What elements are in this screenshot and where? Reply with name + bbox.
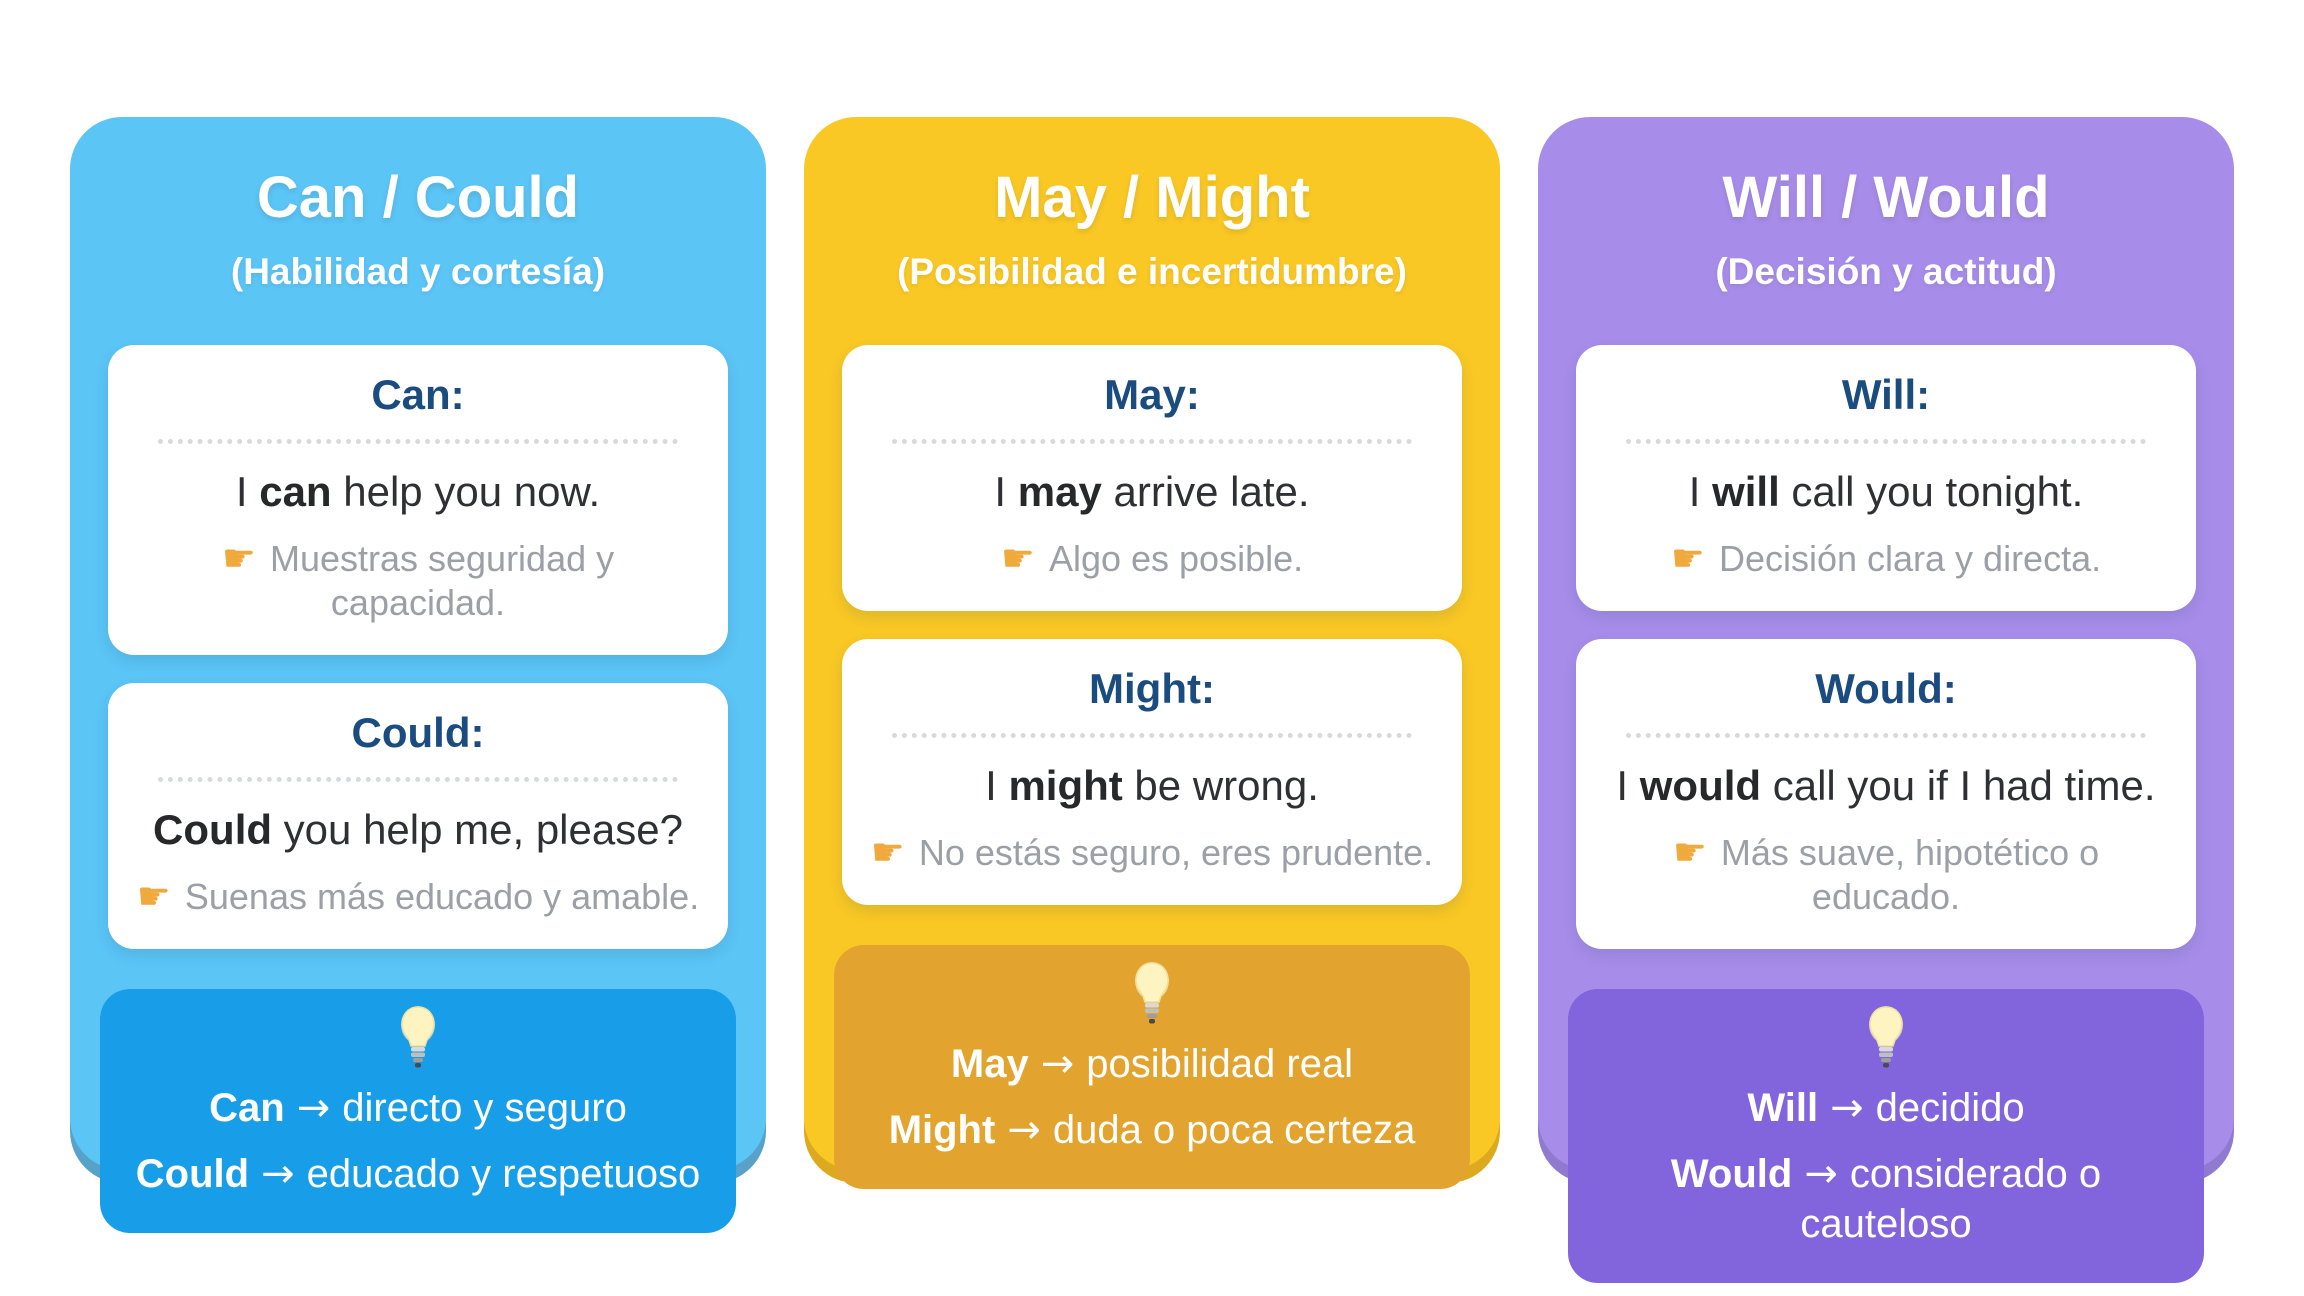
usage-note-text: Algo es posible. <box>1048 538 1304 579</box>
usage-heading: Would: <box>1815 665 1957 712</box>
card-title: May / Might <box>994 165 1310 230</box>
summary-term: Might <box>888 1108 996 1152</box>
usage-card: Might: I might be wrong. ☛ No estás segur… <box>842 639 1462 905</box>
example-prefix: I <box>994 468 1018 515</box>
card-subtitle: (Posibilidad e incertidumbre) <box>897 251 1407 292</box>
card-can-could: Can / Could (Habilidad y cortesía) Can: … <box>70 117 766 1233</box>
example-suffix: arrive late. <box>1101 468 1310 515</box>
usage-note: ☛ Más suave, hipotético o educado. <box>1602 830 2170 919</box>
summary-box: Will→decidido Would→considerado o cautel… <box>1568 989 2204 1283</box>
pointing-finger-icon: ☛ <box>1672 830 1707 874</box>
example-keyword: Could <box>153 806 273 853</box>
usage-note-text: Decisión clara y directa. <box>1718 538 2102 579</box>
example-sentence: Could you help me, please? <box>134 804 702 856</box>
summary-term: Could <box>135 1152 250 1196</box>
card-title: Will / Would <box>1722 165 2050 230</box>
card-title: Can / Could <box>256 165 580 230</box>
pointing-finger-icon: ☛ <box>136 874 171 918</box>
arrow-icon: → <box>261 1151 295 1197</box>
pointing-finger-icon: ☛ <box>1670 536 1705 580</box>
summary-row: Would→considerado o cauteloso <box>1590 1149 2182 1249</box>
example-keyword: will <box>1712 468 1780 515</box>
example-sentence: I can help you now. <box>134 466 702 518</box>
example-keyword: may <box>1017 468 1102 515</box>
usage-note: ☛ No estás seguro, eres prudente. <box>868 830 1436 875</box>
summary-row: Will→decidido <box>1590 1083 2182 1133</box>
example-keyword: would <box>1639 762 1762 809</box>
usage-note: ☛ Muestras seguridad y capacidad. <box>134 536 702 625</box>
usage-heading: Might: <box>1089 665 1215 712</box>
dotted-divider <box>158 777 678 782</box>
arrow-icon: → <box>296 1085 331 1131</box>
summary-meaning: considerado o cauteloso <box>1800 1152 2102 1246</box>
usage-note-text: Muestras seguridad y capacidad. <box>269 538 615 623</box>
dotted-divider <box>892 733 1412 738</box>
usage-card: Would: I would call you if I had time. ☛… <box>1576 639 2196 949</box>
pointing-finger-icon: ☛ <box>1000 536 1035 580</box>
summary-term: Would <box>1670 1152 1793 1196</box>
example-prefix: I <box>1688 468 1713 515</box>
usage-card: May: I may arrive late. ☛ Algo es posible… <box>842 345 1462 611</box>
usage-card: Could: Could you help me, please? ☛ Suena… <box>108 683 728 949</box>
card-will-would: Will / Would (Decisión y actitud) Will: … <box>1538 117 2234 1283</box>
summary-meaning: educado y respetuoso <box>306 1152 701 1196</box>
summary-meaning: duda o poca certeza <box>1052 1108 1416 1152</box>
summary-term: Will <box>1747 1086 1819 1130</box>
example-suffix: call you if I had time. <box>1761 762 2156 809</box>
summary-row: Can→directo y seguro <box>122 1083 714 1133</box>
dotted-divider <box>892 439 1412 444</box>
dotted-divider <box>1626 439 2146 444</box>
arrow-icon: → <box>1007 1107 1041 1153</box>
example-keyword: might <box>1008 762 1123 809</box>
example-sentence: I would call you if I had time. <box>1602 760 2170 812</box>
lightbulb-icon <box>1869 1006 1903 1068</box>
summary-term: Can <box>209 1086 285 1130</box>
example-suffix: help you now. <box>331 468 601 515</box>
example-suffix: call you tonight. <box>1779 468 2084 515</box>
summary-meaning: directo y seguro <box>342 1086 627 1130</box>
summary-meaning: posibilidad real <box>1086 1042 1354 1086</box>
summary-row: May→posibilidad real <box>856 1039 1448 1089</box>
card-may-might: May / Might (Posibilidad e incertidumbre… <box>804 117 1500 1189</box>
example-sentence: I may arrive late. <box>868 466 1436 518</box>
usage-note-text: Más suave, hipotético o educado. <box>1720 832 2100 917</box>
example-keyword: can <box>259 468 332 515</box>
usage-note: ☛ Algo es posible. <box>868 536 1436 581</box>
example-prefix: I <box>1616 762 1640 809</box>
usage-note: ☛ Decisión clara y directa. <box>1602 536 2170 581</box>
example-prefix: I <box>985 762 1009 809</box>
usage-heading: Can: <box>371 371 465 418</box>
lightbulb-icon <box>1135 962 1169 1024</box>
summary-box: May→posibilidad real Might→duda o poca c… <box>834 945 1470 1189</box>
lightbulb-icon <box>401 1006 435 1068</box>
summary-box: Can→directo y seguro Could→educado y res… <box>100 989 736 1233</box>
dotted-divider <box>158 439 678 444</box>
example-sentence: I might be wrong. <box>868 760 1436 812</box>
usage-note-text: Suenas más educado y amable. <box>184 876 700 917</box>
example-prefix: I <box>235 468 260 515</box>
usage-card: Can: I can help you now. ☛ Muestras segur… <box>108 345 728 655</box>
summary-row: Might→duda o poca certeza <box>856 1105 1448 1155</box>
card-subtitle: (Habilidad y cortesía) <box>230 251 606 292</box>
example-suffix: be wrong. <box>1122 762 1319 809</box>
example-sentence: I will call you tonight. <box>1602 466 2170 518</box>
example-suffix: you help me, please? <box>272 806 683 853</box>
pointing-finger-icon: ☛ <box>221 536 256 580</box>
usage-note: ☛ Suenas más educado y amable. <box>134 874 702 919</box>
pointing-finger-icon: ☛ <box>870 830 905 874</box>
usage-note-text: No estás seguro, eres prudente. <box>918 832 1434 873</box>
summary-meaning: decidido <box>1875 1086 2025 1130</box>
card-subtitle: (Decisión y actitud) <box>1715 251 2057 292</box>
usage-heading: Could: <box>351 709 485 756</box>
arrow-icon: → <box>1804 1151 1838 1197</box>
usage-card: Will: I will call you tonight. ☛ Decisión… <box>1576 345 2196 611</box>
dotted-divider <box>1626 733 2146 738</box>
arrow-icon: → <box>1830 1085 1864 1131</box>
arrow-icon: → <box>1040 1041 1075 1087</box>
summary-term: May <box>950 1042 1029 1086</box>
summary-row: Could→educado y respetuoso <box>122 1149 714 1199</box>
usage-heading: May: <box>1104 371 1200 418</box>
usage-heading: Will: <box>1841 371 1931 418</box>
